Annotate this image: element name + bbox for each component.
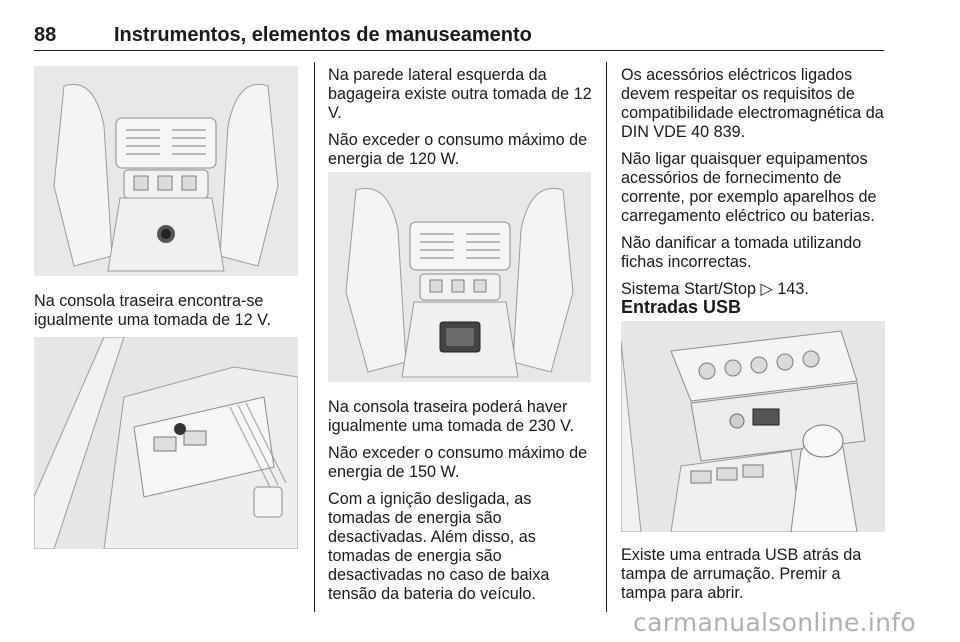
section-heading-wrap: Entradas USB <box>621 298 887 317</box>
page-number: 88 <box>34 24 57 46</box>
paragraph: Na consola traseira poderá haver igualme… <box>328 398 574 435</box>
cross-reference-text: Sistema Start/Stop <box>621 280 756 298</box>
paragraph: Não exceder o consumo máximo de energia … <box>328 444 588 481</box>
paragraph: Na consola traseira encontra-se igualmen… <box>34 292 271 329</box>
paragraph: Na parede lateral esquerda da bagageira … <box>328 66 592 122</box>
column-3-text-bottom: Existe uma entrada USB atrás da tampa de… <box>621 546 889 611</box>
column-divider <box>314 62 315 612</box>
column-1-text: Na consola traseira encontra-se igualmen… <box>34 292 304 338</box>
rear-console-illustration <box>34 66 298 276</box>
column-2-text-top: Na parede lateral esquerda da bagageira … <box>328 66 594 177</box>
paragraph: Não ligar quaisquer equipamentos acessór… <box>621 150 877 225</box>
rear-console-230v-illustration <box>328 172 591 382</box>
paragraph: Sistema Start/Stop ▷ 143. <box>621 280 887 299</box>
watermark: carmanualsonline.info <box>633 608 916 637</box>
cross-reference-page: 143. <box>777 280 809 298</box>
paragraph: Não danificar a tomada utilizando fichas… <box>621 234 862 271</box>
section-heading: Entradas USB <box>621 297 742 317</box>
page-reference-icon: ▷ <box>760 280 773 298</box>
page-header: 88 Instrumentos, elementos de manuseamen… <box>34 22 884 51</box>
column-divider <box>606 62 607 612</box>
paragraph: Com a ignição desligada, as tomadas de e… <box>328 490 550 603</box>
page-title: Instrumentos, elementos de manuseamento <box>114 24 532 46</box>
usb-console-drawing <box>621 321 885 532</box>
column-3-text-top: Os acessórios eléctricos ligados devem r… <box>621 66 887 307</box>
rear-console-230v-drawing <box>328 172 591 382</box>
column-2-text-bottom: Na consola traseira poderá haver igualme… <box>328 398 596 612</box>
paragraph: Não exceder o consumo máximo de energia … <box>328 131 588 168</box>
paragraph: Existe uma entrada USB atrás da tampa de… <box>621 546 862 602</box>
trunk-drawing <box>34 337 298 549</box>
paragraph: Os acessórios eléctricos ligados devem r… <box>621 66 884 141</box>
rear-console-drawing <box>34 66 298 276</box>
trunk-side-wall-illustration <box>34 337 298 549</box>
usb-port-illustration <box>621 321 885 532</box>
